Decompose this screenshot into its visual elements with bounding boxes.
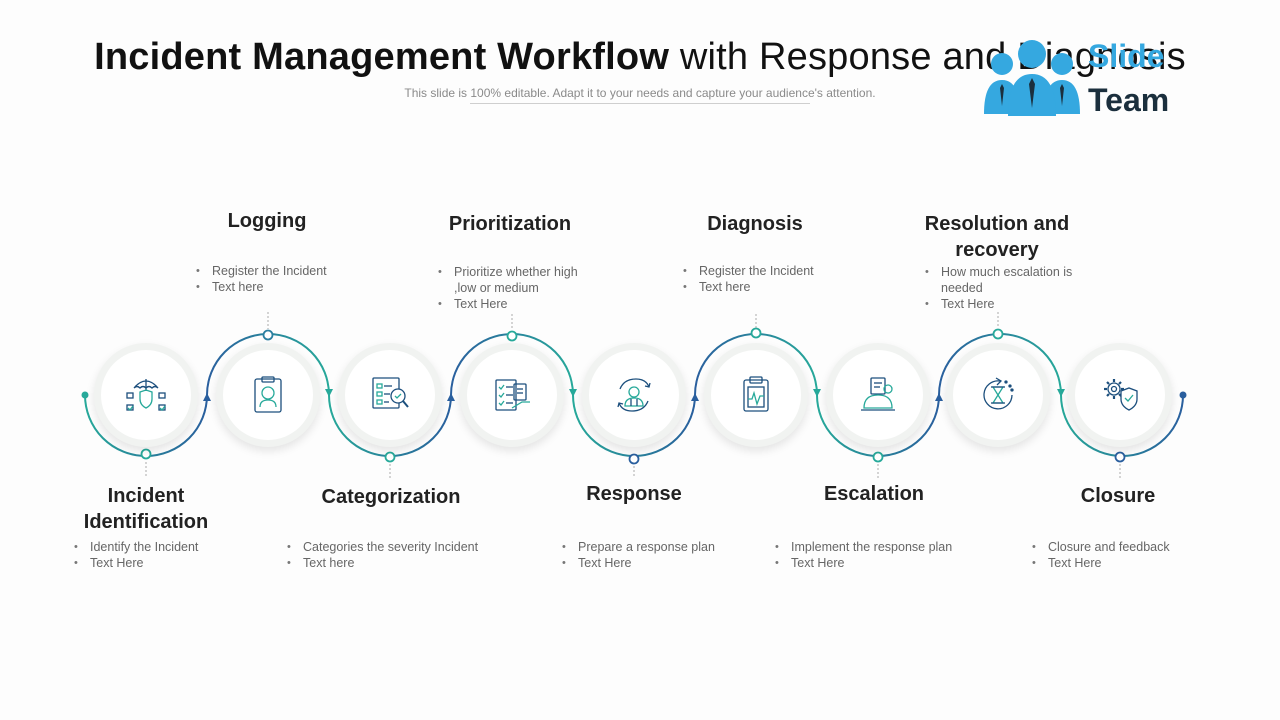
step-circle-incident-identification [101, 350, 191, 440]
step-title-logging: Logging [227, 210, 307, 232]
bullet-item: Implement the response plan [773, 539, 983, 555]
step-title-prioritization: Prioritization [448, 213, 572, 235]
step-title-diagnosis: Diagnosis [707, 213, 803, 235]
bullet-item: Text Here [436, 296, 596, 312]
step-circle-prioritization [467, 350, 557, 440]
step-circle-categorization [345, 350, 435, 440]
step-circle-diagnosis [711, 350, 801, 440]
title-regular: with Response and Diagnosis [679, 36, 1186, 78]
id-clipboard-icon [254, 376, 282, 413]
bullet-item: Closure and feedback [1030, 539, 1210, 555]
bullet-item: Prioritize whether high ,low or medium [436, 264, 596, 296]
step-bullets-categorization: Categories the severity Incident Text he… [285, 539, 525, 571]
slide-title: Incident Management Workflow with Respon… [0, 36, 1280, 79]
bullet-item: Text Here [923, 296, 1083, 312]
bullet-item: Register the Incident [194, 263, 364, 279]
step-title-resolution-recovery: Resolution and recovery [924, 213, 1070, 261]
bullet-item: Identify the Incident [72, 539, 232, 555]
step-circle-response [589, 350, 679, 440]
step-title-response: Response [586, 483, 682, 505]
step-bullets-resolution-recovery: How much escalation is needed Text Here [923, 264, 1083, 312]
bullet-item: Text Here [1030, 555, 1210, 571]
step-bullets-closure: Closure and feedback Text Here [1030, 539, 1210, 571]
step-bullets-incident-identification: Identify the Incident Text Here [72, 539, 232, 571]
title-bold: Incident Management Workflow [94, 36, 670, 78]
step-circle-logging [223, 350, 313, 440]
slideteam-logo: Slide Team [980, 36, 1180, 120]
bullet-item: Text here [194, 279, 364, 295]
bullet-item: Text Here [72, 555, 232, 571]
logo-line2: Team [1088, 82, 1170, 118]
slide-subtitle: This slide is 100% editable. Adapt it to… [404, 86, 876, 100]
step-bullets-escalation: Implement the response plan Text Here [773, 539, 983, 571]
bullet-item: Text Here [773, 555, 983, 571]
step-circle-resolution-recovery [953, 350, 1043, 440]
bullet-item: Prepare a response plan [560, 539, 760, 555]
step-bullets-prioritization: Prioritize whether high ,low or medium T… [436, 264, 596, 312]
step-bullets-logging: Register the Incident Text here [194, 263, 364, 295]
step-circle-closure [1075, 350, 1165, 440]
bullet-item: How much escalation is needed [923, 264, 1083, 296]
bullet-item: Text Here [560, 555, 760, 571]
step-title-closure: Closure [1080, 485, 1156, 507]
step-title-escalation: Escalation [823, 483, 925, 505]
step-title-categorization: Categorization [321, 486, 461, 508]
bullet-item: Text here [681, 279, 851, 295]
clipboard-chart-icon [743, 376, 769, 412]
step-bullets-response: Prepare a response plan Text Here [560, 539, 760, 571]
bullet-item: Text here [285, 555, 525, 571]
hourglass-refresh-icon [983, 377, 1014, 410]
service-bell-icon [861, 377, 895, 411]
step-title-incident-identification: Incident Identification [83, 485, 209, 533]
umbrella-shield-icon [126, 379, 166, 411]
bullet-item: Register the Incident [681, 263, 851, 279]
gear-shield-icon [1104, 379, 1138, 411]
step-circle-escalation [833, 350, 923, 440]
checklist-magnifier-icon [372, 377, 409, 409]
support-agent-icon [617, 378, 651, 412]
people-logo-icon [984, 40, 1080, 116]
logo-line1: Slide [1088, 38, 1165, 74]
subtitle-underline [470, 103, 810, 104]
bullet-item: Categories the severity Incident [285, 539, 525, 555]
step-bullets-diagnosis: Register the Incident Text here [681, 263, 851, 295]
task-checklist-icon [495, 379, 530, 411]
